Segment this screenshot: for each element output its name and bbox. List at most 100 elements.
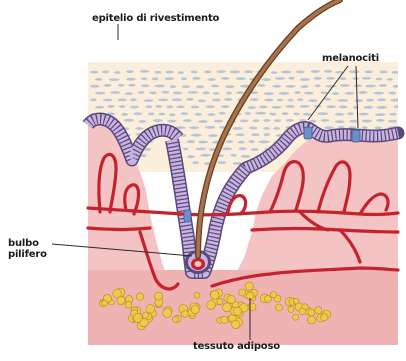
epidermis-cell: [126, 70, 134, 73]
epidermis-cell: [103, 99, 113, 102]
epidermis-cell: [203, 91, 210, 94]
epidermis-cell: [263, 127, 269, 130]
epidermis-cell: [257, 84, 265, 87]
epidermis-cell: [376, 78, 383, 81]
epidermis-cell: [229, 71, 240, 74]
epidermis-cell: [198, 99, 206, 102]
epidermis-cell: [191, 71, 198, 74]
epidermis-cell: [263, 133, 270, 136]
label-epithelium: epitelio di rivestimento: [92, 13, 219, 24]
epidermis-cell: [207, 78, 215, 81]
epidermis-cell: [364, 71, 372, 74]
epidermis-cell: [303, 113, 312, 116]
epidermis-cell: [259, 141, 270, 144]
epidermis-cell: [130, 98, 137, 101]
epidermis-cell: [366, 99, 374, 102]
epidermis-cell: [253, 119, 260, 122]
fat-cell: [207, 301, 216, 310]
fat-cell: [133, 313, 142, 322]
epidermis-cell: [123, 119, 134, 122]
epidermis-cell: [211, 85, 219, 88]
epidermis-cell: [259, 105, 267, 108]
epidermis-cell: [135, 127, 143, 130]
epidermis-cell: [149, 91, 156, 94]
epidermis-cell: [308, 99, 317, 102]
epidermis-cell: [109, 78, 120, 81]
epidermis-cell: [141, 77, 147, 80]
epidermis-cell: [219, 112, 226, 115]
epidermis-cell: [326, 85, 337, 88]
epidermis-cell: [249, 127, 257, 130]
epidermis-cell: [178, 71, 184, 74]
epidermis-cell: [110, 91, 120, 94]
epidermis-cell: [304, 92, 314, 95]
epidermis-cell: [362, 126, 368, 129]
epidermis-cell: [172, 98, 182, 101]
epidermis-cell: [294, 91, 300, 94]
epidermis-cell: [204, 70, 211, 73]
epidermis-cell: [153, 119, 163, 122]
epidermis-cell: [245, 112, 251, 115]
epidermis-cell: [390, 99, 401, 102]
fat-cell: [142, 312, 148, 318]
epidermis-cell: [339, 77, 346, 80]
epidermis-cell: [169, 113, 175, 116]
label-adipose: tessuto adiposo: [193, 341, 280, 352]
epidermis-cell: [349, 120, 358, 123]
epidermis-cell: [198, 141, 208, 144]
epidermis-cell: [213, 92, 220, 95]
fat-cell: [102, 300, 108, 306]
epidermis-cell: [95, 92, 106, 95]
epidermis-cell: [337, 99, 348, 102]
epidermis-cell: [288, 99, 294, 102]
epidermis-cell: [387, 78, 393, 81]
epidermis-cell: [359, 91, 368, 94]
epidermis-cell: [176, 105, 184, 108]
epidermis-cell: [187, 155, 195, 158]
epidermis-cell: [272, 85, 281, 88]
epidermis-cell: [324, 98, 331, 101]
fat-cell: [293, 298, 299, 304]
epidermis-cell: [187, 91, 198, 94]
epidermis-cell: [373, 92, 384, 95]
fat-cell: [163, 309, 172, 318]
epidermis-cell: [200, 154, 210, 157]
epidermis-cell: [240, 120, 248, 123]
epidermis-cell: [269, 113, 276, 116]
epidermis-cell: [324, 70, 332, 73]
epidermis-cell: [154, 85, 165, 88]
epidermis-cell: [365, 85, 376, 88]
fat-cell: [299, 308, 306, 315]
epidermis-cell: [191, 134, 202, 137]
fat-cell: [308, 316, 316, 324]
epidermis-cell: [251, 148, 259, 151]
epidermis-cell: [279, 92, 290, 95]
epidermis-cell: [288, 77, 294, 80]
epidermis-cell: [364, 106, 374, 109]
epidermis-cell: [138, 91, 144, 94]
epidermis-cell: [170, 85, 177, 88]
epidermis-cell: [335, 113, 344, 116]
epidermis-cell: [247, 106, 255, 109]
label-hair-bulb-line1: bulbo: [8, 238, 47, 249]
fat-cell: [227, 295, 235, 303]
epidermis-cell: [183, 119, 192, 122]
epidermis-cell: [321, 119, 330, 122]
epidermis-cell: [344, 92, 354, 95]
epidermis-cell: [181, 77, 187, 80]
epidermis-cell: [128, 84, 136, 87]
epidermis-cell: [248, 140, 254, 143]
epidermis-cell: [264, 92, 274, 95]
epidermis-cell: [394, 105, 401, 108]
epidermis-cell: [374, 126, 382, 129]
fat-cell: [217, 299, 223, 305]
epidermis-cell: [192, 77, 200, 80]
epidermis-cell: [90, 85, 100, 88]
label-hair-bulb: bulbo pilifero: [8, 238, 47, 260]
epidermis-cell: [141, 84, 149, 87]
epidermis-cell: [121, 113, 128, 116]
epidermis-cell: [236, 133, 245, 136]
epidermis-cell: [250, 98, 259, 101]
fat-cell: [125, 301, 132, 308]
epidermis-cell: [107, 105, 114, 108]
